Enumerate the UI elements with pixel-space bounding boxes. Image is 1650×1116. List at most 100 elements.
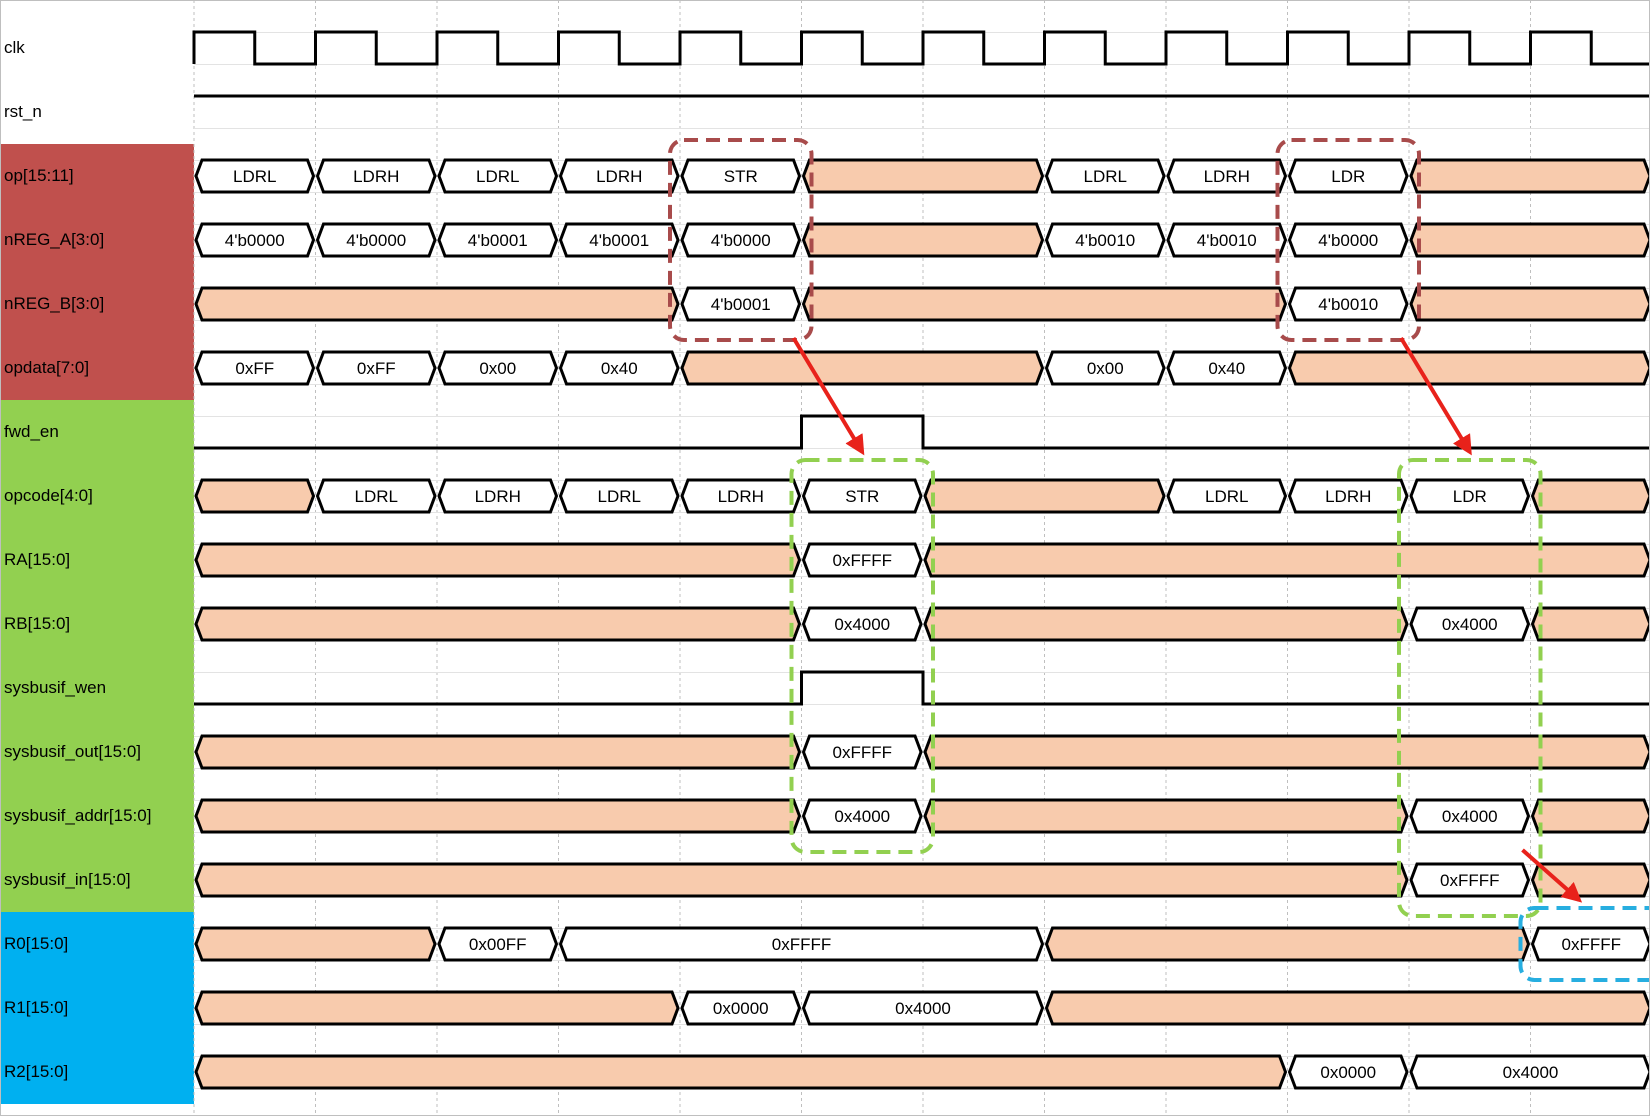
bus-value-segment [1166, 158, 1288, 194]
bus-value-label: 4'b0000 [346, 231, 406, 250]
bus-value-segment [1287, 1054, 1409, 1090]
bus-value-label: STR [845, 487, 879, 506]
bus-value-label: 0x0000 [713, 999, 769, 1018]
bus-value-label: 4'b0010 [1197, 231, 1257, 250]
bus-value-label: 0xFFFF [1440, 871, 1500, 890]
bus-value-segment [437, 478, 559, 514]
bus-dont-care-segment [680, 350, 1045, 386]
bus-value-label: 0x4000 [1442, 807, 1498, 826]
signal-label: fwd_en [0, 400, 194, 464]
bus-dont-care-segment [194, 1054, 1288, 1090]
bus-value-segment [680, 286, 802, 322]
bus-value-segment [1287, 158, 1409, 194]
bus-value-segment [801, 798, 923, 834]
bus-value-segment [801, 478, 923, 514]
bus-value-label: STR [724, 167, 758, 186]
signal-label: nREG_B[3:0] [0, 272, 194, 336]
signal-label: rst_n [4, 102, 42, 121]
bus-dont-care-segment [1530, 606, 1650, 642]
bus-dont-care-segment [194, 606, 802, 642]
bus-value-segment [1166, 478, 1288, 514]
bus-value-label: LDRH [718, 487, 764, 506]
bus-value-label: LDRH [1204, 167, 1250, 186]
str-execute-box [789, 458, 935, 854]
bus-dont-care-segment [1530, 478, 1650, 514]
signal-label: sysbusif_wen [0, 656, 194, 720]
bus-value-label: 0x4000 [1442, 615, 1498, 634]
arrow-load-to-r0 [1521, 848, 1583, 903]
bus-value-label: 0x00 [1087, 359, 1124, 378]
bus-dont-care-segment [1530, 798, 1650, 834]
signal-label: clk [4, 38, 25, 57]
bus-value-segment [1409, 478, 1531, 514]
bus-value-segment [194, 158, 316, 194]
bus-dont-care-segment [923, 798, 1409, 834]
signal-label: opdata[7:0] [0, 336, 194, 400]
arrow-ldr-to-execute [1399, 336, 1472, 456]
signal-label: nREG_A[3:0] [0, 208, 194, 272]
bus-value-label: 0xFFFF [833, 551, 893, 570]
bus-value-segment [437, 926, 559, 962]
bus-value-segment [437, 222, 559, 258]
bus-dont-care-segment [801, 286, 1288, 322]
bus-value-label: LDRH [353, 167, 399, 186]
signal-label: RA[15:0] [0, 528, 194, 592]
bus-value-label: 4'b0000 [225, 231, 285, 250]
bus-value-segment [1287, 286, 1409, 322]
bus-value-label: 0xFFFF [1562, 935, 1622, 954]
bus-value-label: 0x4000 [1503, 1063, 1559, 1082]
level-waveform [194, 670, 1650, 706]
bus-value-segment [1166, 350, 1288, 386]
bus-value-label: 4'b0001 [711, 295, 771, 314]
bus-value-label: 0x40 [1208, 359, 1245, 378]
bus-value-label: LDR [1331, 167, 1365, 186]
bus-value-segment [1044, 158, 1166, 194]
bus-value-segment [680, 222, 802, 258]
bus-value-label: LDRL [598, 487, 641, 506]
bus-dont-care-segment [194, 734, 802, 770]
bus-value-segment [315, 350, 437, 386]
bus-value-label: 0x4000 [895, 999, 951, 1018]
bus-value-label: LDRL [355, 487, 398, 506]
bus-value-label: 0x00FF [469, 935, 527, 954]
bus-value-segment [1044, 350, 1166, 386]
bus-value-segment [801, 542, 923, 578]
bus-value-label: LDRL [476, 167, 519, 186]
bus-value-segment [437, 158, 559, 194]
bus-value-segment [1530, 926, 1650, 962]
bus-value-label: LDR [1453, 487, 1487, 506]
bus-value-label: 0xFF [357, 359, 396, 378]
bus-dont-care-segment [1530, 862, 1650, 898]
bus-value-label: LDRL [1084, 167, 1127, 186]
bus-value-segment [1409, 606, 1531, 642]
signal-label: R2[15:0] [0, 1040, 194, 1104]
bus-dont-care-segment [194, 926, 437, 962]
bus-value-label: 4'b0000 [711, 231, 771, 250]
bus-value-label: LDRH [596, 167, 642, 186]
bus-dont-care-segment [801, 222, 1045, 258]
bus-value-segment [315, 222, 437, 258]
bus-value-segment [1409, 798, 1531, 834]
bus-dont-care-segment [194, 798, 802, 834]
bus-value-segment [558, 222, 680, 258]
bus-dont-care-segment [923, 478, 1166, 514]
bus-value-label: LDRH [475, 487, 521, 506]
bus-value-segment [680, 158, 802, 194]
bus-value-label: 0xFF [235, 359, 274, 378]
bus-value-segment [680, 478, 802, 514]
signal-label: opcode[4:0] [0, 464, 194, 528]
bus-value-segment [801, 990, 1045, 1026]
ldr-execute-box [1397, 458, 1543, 918]
arrow-str-to-execute [791, 336, 865, 456]
bus-value-label: 4'b0010 [1075, 231, 1135, 250]
r0-writeback-box [1518, 906, 1650, 982]
bus-dont-care-segment [194, 990, 680, 1026]
bus-value-label: 4'b0001 [468, 231, 528, 250]
bus-value-segment [315, 478, 437, 514]
bus-dont-care-segment [194, 286, 680, 322]
bus-value-label: 0x4000 [834, 807, 890, 826]
bus-dont-care-segment [194, 478, 316, 514]
bus-value-segment [1409, 1054, 1650, 1090]
bus-dont-care-segment [194, 862, 1409, 898]
bus-value-segment [1409, 862, 1531, 898]
